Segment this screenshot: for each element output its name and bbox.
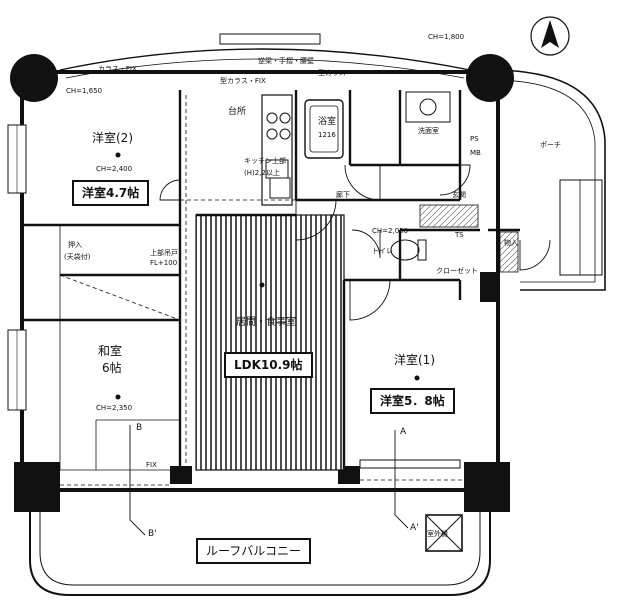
room-oshiire-sub: (天袋付) xyxy=(64,253,91,261)
room-western1-size: 洋室5．8帖 xyxy=(370,388,455,414)
top-note3: 型カラス・FIX xyxy=(220,77,266,85)
column-sw xyxy=(14,462,60,512)
room-hall: 廊下 xyxy=(336,191,350,199)
room-ldk-size: LDK10.9帖 xyxy=(224,352,313,378)
label-ps: PS xyxy=(470,135,479,143)
room-western2-name: 洋室(2) xyxy=(92,131,133,145)
section-b2: B' xyxy=(148,529,157,539)
column-ne xyxy=(466,54,514,102)
outdoor-unit-label: 室外機 xyxy=(427,530,448,538)
room-closet: クローゼット xyxy=(436,267,478,275)
room-entrance: 玄関 xyxy=(452,191,466,199)
outdoor-unit xyxy=(425,514,463,552)
label-fix: FIX xyxy=(146,461,157,469)
section-a2: A' xyxy=(410,523,419,533)
room-toilet: トイレ xyxy=(372,247,393,255)
porch-outline xyxy=(489,69,606,291)
top-note2: カラス・FIX xyxy=(98,65,137,73)
ch-japanese: CH=2,350 xyxy=(96,404,133,412)
shoe-note: 上部吊戸 xyxy=(150,249,178,257)
label-ts: TS xyxy=(455,231,464,239)
room-bath: 浴室 xyxy=(318,117,337,127)
room-oshiire: 押入 xyxy=(68,241,82,249)
room-storage: 物入 xyxy=(504,239,518,247)
top-note: 逆梁・手摺・腰壁 xyxy=(258,57,314,65)
room-western2-size: 洋室4.7帖 xyxy=(72,180,150,206)
section-b: B xyxy=(136,423,143,433)
column-se xyxy=(464,462,510,512)
section-a: A xyxy=(400,427,407,437)
room-bath-size: 1216 xyxy=(318,131,336,139)
label-mb: MB xyxy=(470,149,481,157)
ch-w2: CH=1,650 xyxy=(66,87,103,95)
toilet-bowl xyxy=(390,239,420,261)
ch-top: CH=1,800 xyxy=(428,33,465,41)
kitchen-note2: (H)2,2以上 xyxy=(244,169,280,177)
shoe-note2: FL+100 xyxy=(150,259,178,267)
kitchen-note: キッチン上部 xyxy=(244,157,286,165)
bathtub xyxy=(304,99,344,159)
room-ldk-name: 居間・食事室 xyxy=(236,317,296,328)
ch-w2b: CH=2,400 xyxy=(96,165,133,173)
room-western1-name: 洋室(1) xyxy=(394,353,435,367)
ldk-floor xyxy=(196,215,344,470)
ch-hall: CH=2,050 xyxy=(372,227,409,235)
wash-basin xyxy=(405,91,451,123)
entrance-floor xyxy=(419,204,479,228)
kitchen-counter xyxy=(261,94,293,206)
room-washroom: 洗面室 xyxy=(418,127,439,135)
balcony-outline xyxy=(29,500,491,596)
room-kitchen: 台所 xyxy=(228,107,247,117)
room-japanese-name: 和室 xyxy=(98,344,123,358)
room-balcony: ルーフバルコニー xyxy=(196,538,312,564)
room-porch: ポーチ xyxy=(540,141,561,149)
compass-icon xyxy=(530,16,570,56)
top-note4: 型カラス xyxy=(318,69,346,77)
column-nw xyxy=(10,54,58,102)
room-japanese-size: 6帖 xyxy=(102,361,122,375)
